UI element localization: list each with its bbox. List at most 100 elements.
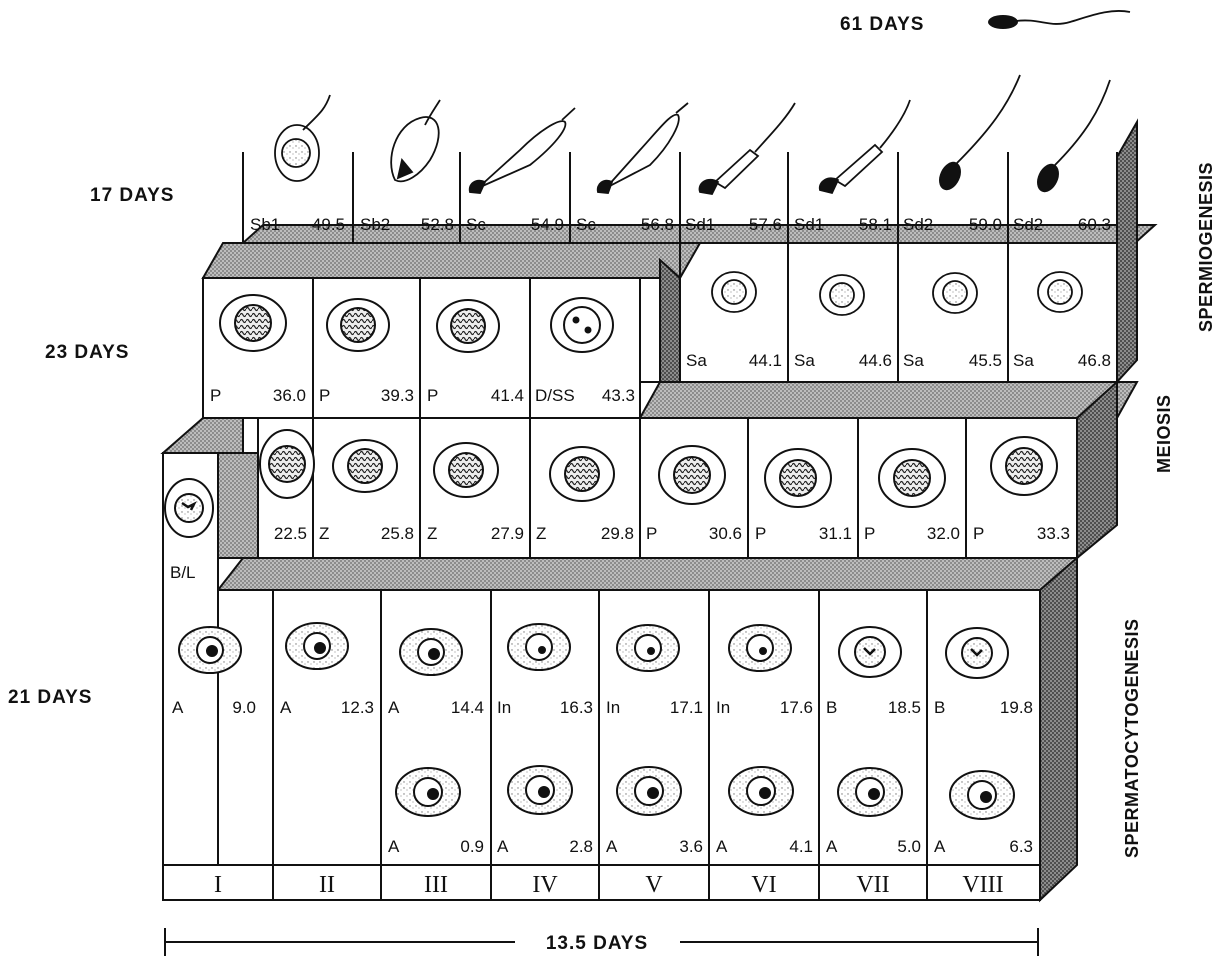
diakinesis-cell-icon: [551, 298, 613, 352]
cell-code: B: [826, 698, 837, 717]
stage-label: IV: [532, 872, 558, 898]
type-b-cell-icon: [839, 627, 901, 677]
cell-day: 36.0: [273, 386, 306, 405]
type-a-cell-icon: [396, 768, 460, 816]
cell-code: Z: [319, 524, 329, 543]
cell-code: Z: [536, 524, 546, 543]
cell-day: 4.1: [789, 837, 813, 856]
shade-top-spermatogonia: [218, 558, 1077, 590]
cell-day: 52.8: [421, 215, 454, 234]
stage-label: I: [214, 872, 222, 898]
stage-label: V: [645, 872, 663, 898]
shade-right-spermiogenesis: [1117, 122, 1137, 382]
cell-code: A: [388, 837, 400, 856]
intermediate-cell-icon: [617, 625, 679, 671]
cell-day: 59.0: [969, 215, 1002, 234]
type-a-cell-icon: [838, 768, 902, 816]
total-duration-label: 61 DAYS: [840, 14, 924, 35]
stage-label: VI: [751, 872, 776, 898]
zygotene-cell-icon: [550, 447, 614, 501]
cell-code: Sb1: [250, 215, 280, 234]
cell-day: 12.3: [341, 698, 374, 717]
pachytene-cell-icon: [659, 446, 725, 504]
round-spermatid-icon: [820, 275, 864, 315]
cell-day: 31.1: [819, 524, 852, 543]
cell-day: 43.3: [602, 386, 635, 405]
cell-code: Sd1: [794, 215, 824, 234]
cell-day: 44.1: [749, 351, 782, 370]
spermatid-sd2-icon: [1034, 80, 1110, 194]
stage-label: VII: [856, 872, 889, 898]
cell-day: 17.6: [780, 698, 813, 717]
pachytene-cell-icon: [327, 299, 389, 351]
spermatid-sb1-icon: [275, 95, 330, 181]
pachytene-cell-icon: [879, 449, 945, 507]
cell-code: P: [210, 386, 221, 405]
leptotene-cell-icon: [260, 430, 314, 498]
cell-day: 22.5: [274, 524, 307, 543]
cell-code: Sa: [1013, 351, 1034, 370]
cell-day: 19.8: [1000, 698, 1033, 717]
shade-right-spermatogonia: [1040, 558, 1077, 900]
cell-day: 39.3: [381, 386, 414, 405]
cell-code: In: [497, 698, 511, 717]
cell-code: Sa: [686, 351, 707, 370]
cell-code: A: [280, 698, 292, 717]
spermatid-sb2-icon: [391, 100, 440, 181]
cell-day: 3.6: [679, 837, 703, 856]
cell-code: Sd2: [1013, 215, 1043, 234]
cell-code: In: [606, 698, 620, 717]
cell-code: D/SS: [535, 386, 575, 405]
cell-day: 30.6: [709, 524, 742, 543]
cell-day: 58.1: [859, 215, 892, 234]
cell-day: 6.3: [1009, 837, 1033, 856]
cell-code: B: [934, 698, 945, 717]
type-a-cell-icon: [508, 766, 572, 814]
cell-code: P: [973, 524, 984, 543]
pachytene-cell-icon: [765, 449, 831, 507]
type-b-cell-icon: [946, 628, 1008, 678]
cell-day: 5.0: [897, 837, 921, 856]
cell-day: 16.3: [560, 698, 593, 717]
cell-day: 9.0: [232, 698, 256, 717]
cell-day: 14.4: [451, 698, 484, 717]
cell-code: P: [755, 524, 766, 543]
cell-code: Sa: [794, 351, 815, 370]
elongated-spermatid-cells: [275, 75, 1110, 194]
cell-day: 25.8: [381, 524, 414, 543]
type-a-cell-icon: [950, 771, 1014, 819]
shade-top-left: [163, 418, 243, 453]
round-spermatid-icon: [712, 272, 756, 312]
cell-day: 18.5: [888, 698, 921, 717]
cell-code: Sb2: [360, 215, 390, 234]
cell-code: Sd1: [685, 215, 715, 234]
cell-day: 27.9: [491, 524, 524, 543]
cell-code: Sc: [576, 215, 596, 234]
cell-day: 32.0: [927, 524, 960, 543]
shade-top-meiosis: [203, 243, 700, 278]
spermatocytogenesis-duration-label: 21 DAYS: [8, 687, 92, 708]
shade-inner-left: [218, 453, 258, 558]
spermatozoon-icon: [988, 11, 1130, 29]
type-a-cell-icon: [400, 629, 462, 675]
cell-code: Sa: [903, 351, 924, 370]
spermiogenesis-duration-label: 17 DAYS: [90, 185, 174, 206]
pachytene-cell-icon: [220, 295, 286, 351]
cell-day: 2.8: [569, 837, 593, 856]
cell-code: In: [716, 698, 730, 717]
type-a-cell-icon: [179, 627, 241, 673]
cycle-duration-label: 13.5 DAYS: [546, 933, 648, 954]
intermediate-cell-icon: [729, 625, 791, 671]
cell-day: 33.3: [1037, 524, 1070, 543]
cell-day: 17.1: [670, 698, 703, 717]
meiosis-duration-label: 23 DAYS: [45, 342, 129, 363]
cell-day: 46.8: [1078, 351, 1111, 370]
spermiogenesis-phase-label: SPERMIOGENESIS: [1196, 162, 1216, 332]
pachytene-cell-icon: [437, 300, 499, 352]
cell-code: A: [497, 837, 509, 856]
cell-day: 60.3: [1078, 215, 1111, 234]
cell-day: 57.6: [749, 215, 782, 234]
cell-day: 44.6: [859, 351, 892, 370]
cell-day: 29.8: [601, 524, 634, 543]
